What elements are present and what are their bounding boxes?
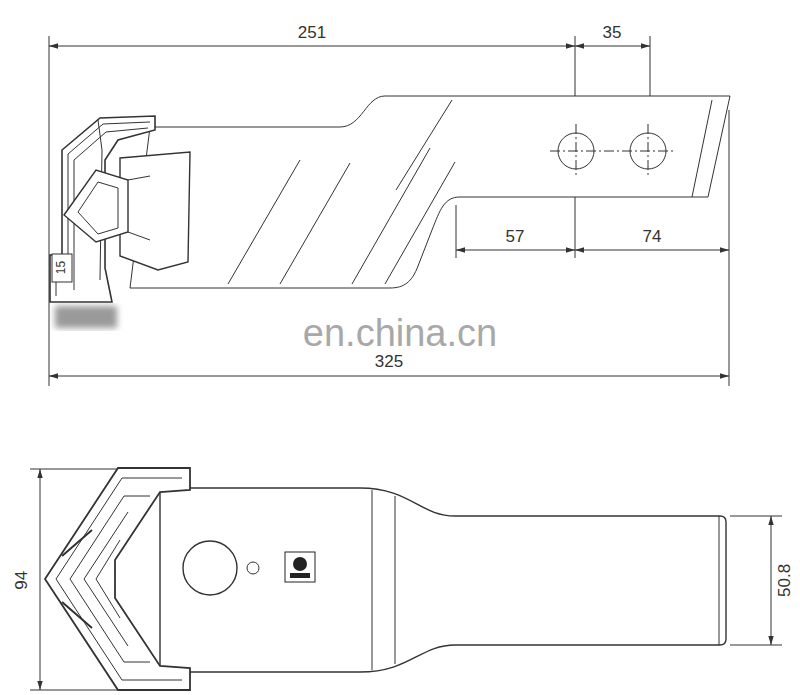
edge-line	[395, 496, 396, 664]
watermark: en.china.cn	[303, 313, 497, 355]
dimension-label: 325	[373, 353, 405, 372]
extension-line	[49, 36, 50, 386]
dimension-label: 35	[601, 24, 624, 43]
dimension-label: 94	[13, 569, 32, 592]
cutter-edge	[62, 530, 92, 628]
cutter-tip	[64, 170, 128, 242]
dimension-label: 251	[296, 24, 328, 43]
cutter-edge	[84, 512, 128, 579]
edge-line	[692, 100, 712, 197]
blur-patch	[55, 306, 117, 328]
dimension-line	[40, 469, 41, 690]
part-marking: 15	[55, 259, 68, 276]
dimension-label: 50.8	[777, 561, 796, 598]
dimension-label: 57	[504, 228, 527, 247]
dimension-line	[49, 46, 575, 47]
dimension-line	[575, 250, 729, 251]
tool-body	[130, 96, 730, 288]
cutter-chevron	[45, 468, 190, 690]
tool-body	[160, 488, 726, 672]
dimension-line	[575, 46, 650, 47]
dimension-line	[49, 376, 729, 377]
bore-circle	[183, 541, 237, 595]
cutter-edge	[56, 478, 182, 579]
hatch-lines	[228, 100, 455, 284]
dimension-line	[456, 250, 575, 251]
edge-line	[719, 516, 720, 645]
edge-line	[372, 490, 373, 670]
cutter-edge	[128, 176, 150, 180]
extension-line	[730, 645, 782, 646]
cutter-edge	[96, 540, 120, 618]
dimension-line	[771, 516, 772, 645]
dimension-label: 74	[641, 228, 664, 247]
extension-line	[730, 516, 782, 517]
extension-line	[729, 110, 730, 386]
cutter-edge	[128, 232, 150, 240]
cutter-tip	[78, 182, 118, 234]
cutter-edge	[56, 579, 182, 680]
cutter-edge	[84, 579, 128, 646]
marking-panel	[52, 254, 72, 282]
logo-mark	[285, 552, 315, 582]
center-line	[550, 124, 674, 178]
pin-circle	[247, 562, 259, 574]
cutter-block	[120, 152, 190, 270]
